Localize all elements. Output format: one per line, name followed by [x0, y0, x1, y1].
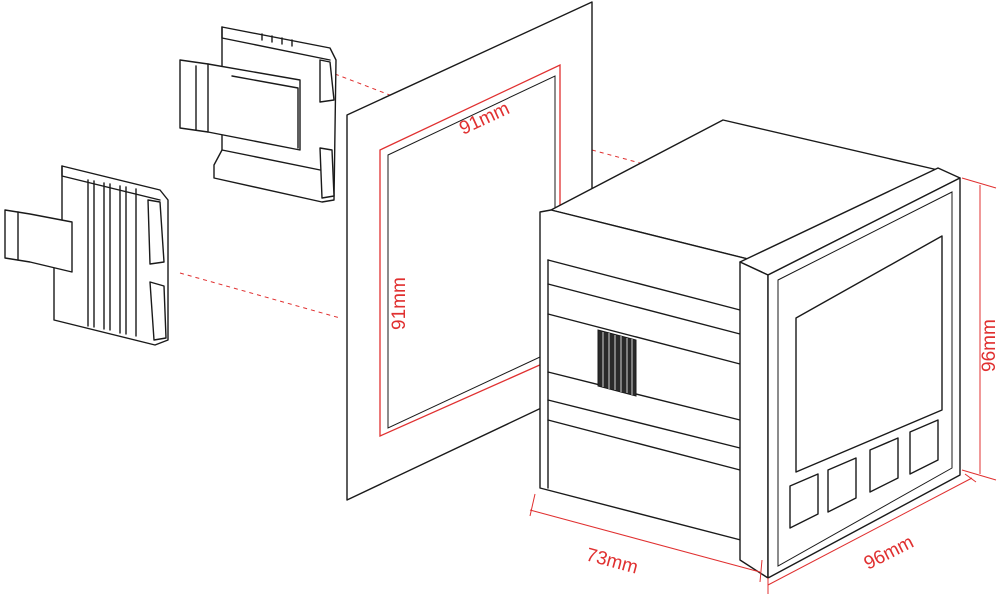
- mounting-panel: [346, 1, 593, 501]
- button-3: [869, 437, 899, 493]
- panel-height-label: 96mm: [979, 319, 1000, 372]
- depth-label: 73mm: [584, 545, 640, 579]
- alignment-lines: [179, 73, 641, 319]
- dimension-lines: [529, 177, 997, 594]
- panel-width-label: 96mm: [861, 532, 918, 575]
- button-2: [827, 457, 857, 513]
- display-window: [795, 235, 943, 473]
- terminal-block: [597, 329, 637, 397]
- cutout-height-label: 91mm: [389, 277, 410, 330]
- grip-ribs: [87, 179, 137, 337]
- button-4: [909, 419, 939, 475]
- meter-body: [539, 119, 961, 579]
- body-grooves: [547, 259, 741, 489]
- lower-mounting-clip: [4, 165, 169, 346]
- front-buttons: [789, 419, 939, 529]
- upper-mounting-clip: [179, 26, 337, 203]
- button-1: [789, 473, 819, 529]
